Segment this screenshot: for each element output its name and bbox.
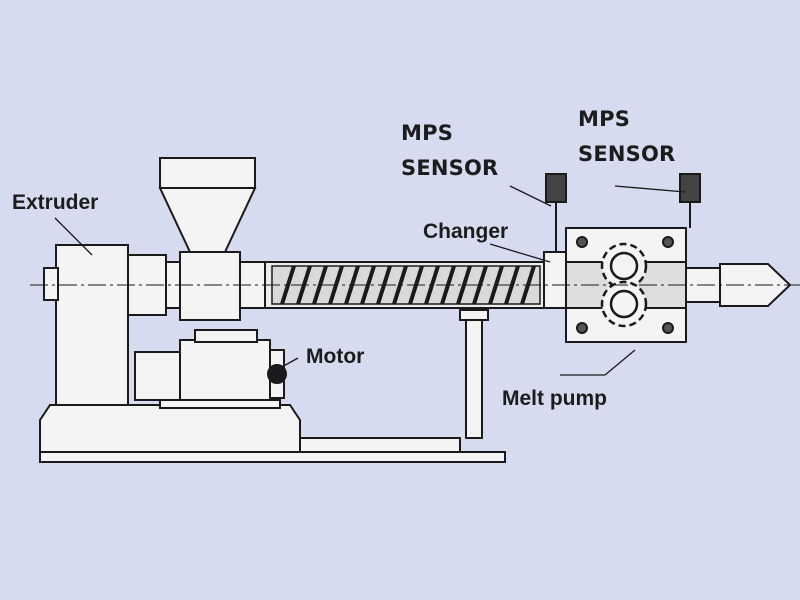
sensor-left <box>545 173 567 252</box>
extruder-body <box>43 244 167 406</box>
machine-base <box>39 404 506 463</box>
label-melt-pump: Melt pump <box>502 387 607 410</box>
support-leg <box>459 309 489 439</box>
feed-hopper <box>158 157 257 321</box>
motor <box>134 329 287 409</box>
label-sensor-left-line1: MPS <box>401 121 454 145</box>
label-extruder: Extruder <box>12 191 99 214</box>
label-sensor-right-line2: SENSOR <box>578 142 676 166</box>
label-changer: Changer <box>423 220 509 243</box>
leader-lines <box>54 185 686 376</box>
label-sensor-right-line1: MPS <box>578 107 631 131</box>
sensor-right <box>679 173 701 228</box>
label-motor: Motor <box>306 345 365 368</box>
label-sensor-left-line2: SENSOR <box>401 156 499 180</box>
